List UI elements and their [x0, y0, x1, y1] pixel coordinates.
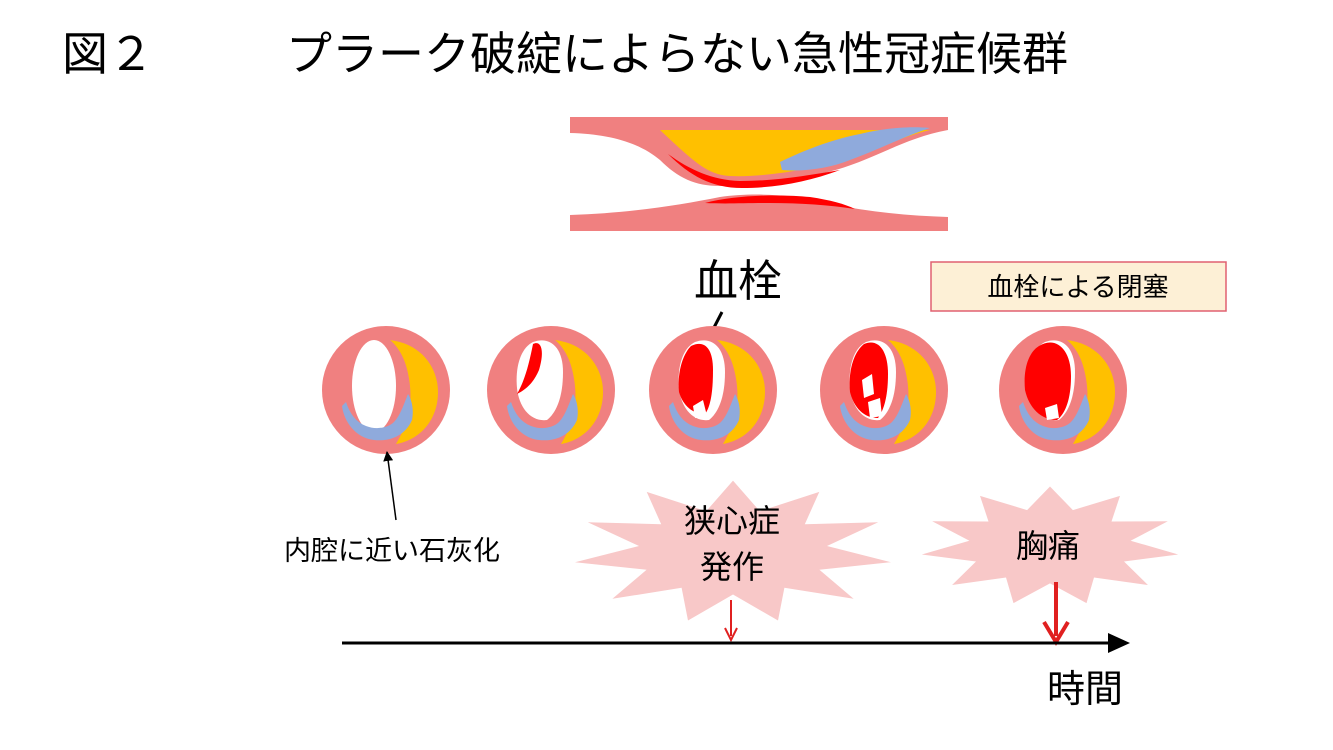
cross-section — [820, 326, 948, 454]
angina-arrowhead — [724, 627, 738, 643]
angina-burst-shape — [575, 480, 891, 621]
calcium — [342, 394, 413, 441]
calcium — [1019, 394, 1090, 441]
lumen — [516, 340, 563, 421]
lumen-fragment — [693, 400, 707, 418]
figure-label: 図２ — [62, 27, 154, 81]
chest-pain-label: 胸痛 — [1016, 527, 1080, 565]
time-label: 時間 — [1047, 667, 1123, 711]
cross-section — [999, 326, 1127, 454]
calcification-arrow — [383, 451, 397, 521]
lumen — [352, 340, 396, 432]
lipid-core — [390, 340, 438, 444]
thrombus — [678, 343, 713, 414]
lumen-fragment — [862, 374, 874, 398]
lipid-core — [888, 340, 936, 444]
calcium — [507, 394, 578, 441]
thrombus-upper — [668, 154, 840, 188]
occlusion-box-bg — [930, 261, 1227, 312]
cross-sections — [322, 326, 1127, 454]
lipid-core — [717, 340, 765, 444]
occlusion-label: 血栓による閉塞 — [987, 273, 1168, 303]
calcification-label: 内腔に近い石灰化 — [284, 536, 500, 567]
thrombus — [1024, 342, 1071, 420]
angina-label-line2: 発作 — [700, 548, 764, 586]
thrombus — [517, 343, 542, 394]
time-axis-arrowhead — [1108, 633, 1130, 653]
lipid-core — [555, 340, 603, 444]
page-title: プラーク破綻によらない急性冠症候群 — [286, 27, 1068, 81]
longitudinal-vessel — [570, 117, 948, 231]
lumen-fragment — [868, 398, 882, 418]
lipid-core — [1067, 340, 1115, 444]
angina-label-line1: 狭心症 — [684, 502, 780, 540]
thrombus-lower — [705, 195, 855, 209]
calcium-upper — [780, 127, 930, 171]
cross-section — [487, 326, 615, 454]
thrombus-label: 血栓 — [694, 256, 782, 307]
cross-section — [649, 326, 777, 454]
cross-section — [322, 326, 450, 454]
vessel-wall-lower — [570, 194, 948, 231]
chest-pain-burst: 胸痛 — [921, 486, 1179, 604]
chest-pain-burst-shape — [921, 486, 1179, 604]
calcium — [840, 394, 911, 441]
lumen-fragment — [1045, 404, 1059, 420]
calcium — [669, 394, 740, 441]
angina-burst: 狭心症 発作 — [575, 480, 891, 621]
occlusion-label-box: 血栓による閉塞 — [930, 261, 1227, 312]
